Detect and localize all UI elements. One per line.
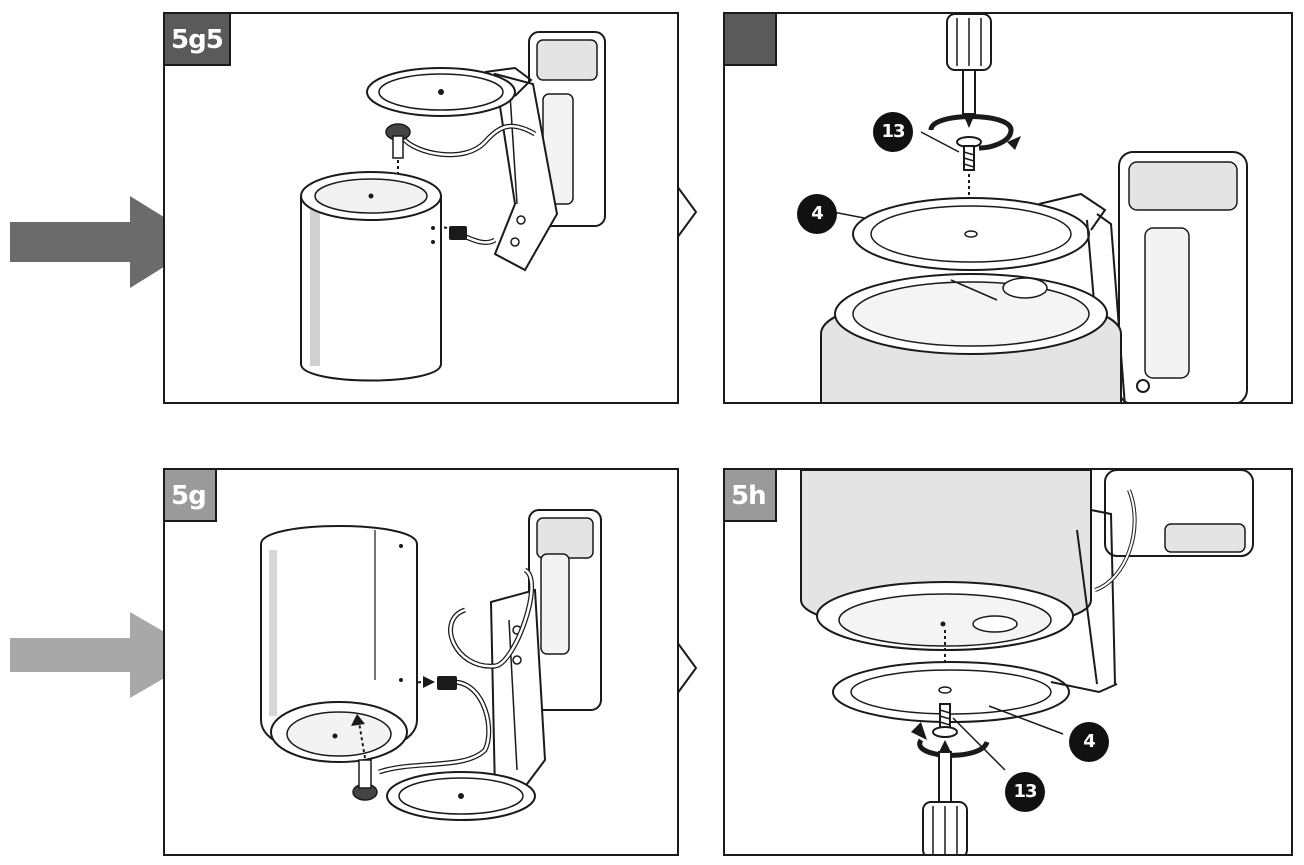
arrow-shape-dark [10,196,204,288]
panel-step-5g: 5g [163,468,679,856]
callout-plate: 4 [1069,722,1109,762]
screwdriver-icon [922,740,968,854]
callout-screw: 13 [1005,772,1045,812]
callout-plate: 4 [797,194,837,234]
illustration-top-plate-screw [820,14,1248,402]
big-right-arrow-icon-top [10,196,204,288]
panel-connector-bottom [676,642,698,694]
panel-step-plate-screw-top: 13 4 [723,12,1293,404]
panel-connector-top [676,186,698,238]
callout-screw: 13 [873,112,913,152]
step-label: 5g [165,470,217,522]
illustration-speaker-inverted-connect [260,509,602,821]
illustration-speaker-cable-connect [300,31,606,382]
panel-step-5h: 5h 4 13 [723,468,1293,856]
step-label: 5g5 [165,14,231,66]
step-label: 5h [725,470,777,522]
step-label [725,14,777,66]
rotate-arrow-icon [928,114,1014,151]
screwdriver-icon [946,14,992,128]
big-right-arrow-icon-bottom [10,612,204,698]
arrow-shape-light [10,612,204,698]
panel-step-5g5: 5g5 [163,12,679,404]
illustration-bottom-plate-screw [800,470,1254,854]
